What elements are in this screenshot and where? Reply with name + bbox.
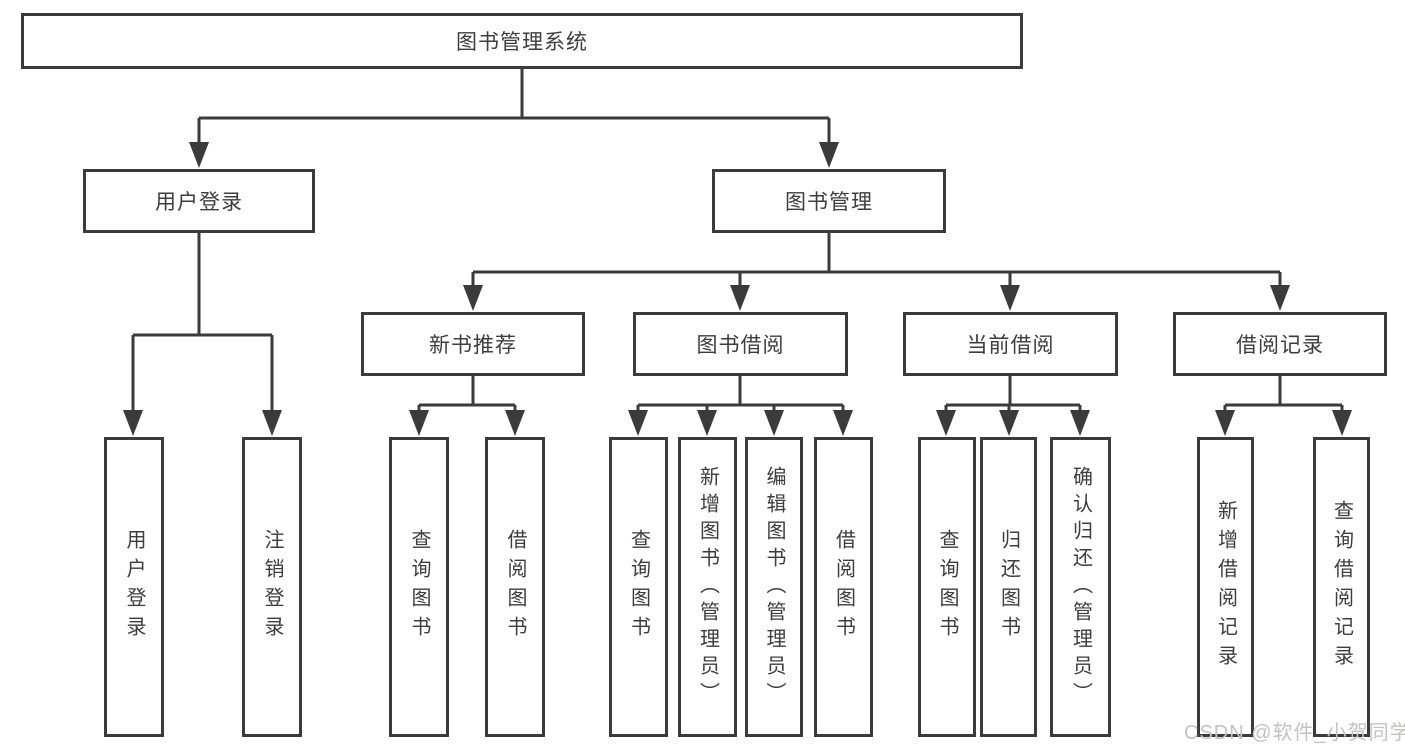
watermark-text: CSDN @软件_小贺同学 bbox=[1184, 722, 1405, 744]
node-new-book-recommendation: 新书推荐 bbox=[361, 312, 585, 376]
node-label: 查询图书 bbox=[627, 529, 650, 645]
node-label: 用户登录 bbox=[155, 191, 243, 214]
node-label: 借阅记录 bbox=[1236, 334, 1324, 357]
node-label: 当前借阅 bbox=[966, 334, 1055, 357]
node-label: 新增借阅记录 bbox=[1214, 500, 1237, 674]
leaf-borrow-books-rec: 借阅图书 bbox=[485, 437, 545, 737]
node-label: 图书管理 bbox=[785, 191, 873, 214]
node-label: 查询借阅记录 bbox=[1330, 500, 1353, 674]
node-library-management-system: 图书管理系统 bbox=[21, 13, 1023, 69]
node-label: 新书推荐 bbox=[429, 334, 517, 357]
leaf-return-book: 归还图书 bbox=[980, 437, 1037, 737]
node-label: 新增图书（管理员） bbox=[696, 465, 719, 709]
node-current-borrowing: 当前借阅 bbox=[903, 312, 1118, 376]
node-label: 查询图书 bbox=[408, 529, 430, 645]
leaf-user-login: 用户登录 bbox=[104, 437, 164, 737]
node-label: 归还图书 bbox=[997, 529, 1020, 645]
node-label: 注销登录 bbox=[261, 529, 283, 645]
leaf-borrow-books-borrow: 借阅图书 bbox=[814, 437, 873, 737]
leaf-query-books-current: 查询图书 bbox=[918, 437, 976, 737]
leaf-query-borrow-record: 查询借阅记录 bbox=[1313, 437, 1370, 737]
node-borrowing-records: 借阅记录 bbox=[1173, 312, 1387, 376]
node-label: 查询图书 bbox=[936, 529, 958, 645]
arrowheads bbox=[123, 142, 1352, 436]
leaf-logout: 注销登录 bbox=[242, 437, 302, 737]
node-label: 借阅图书 bbox=[504, 529, 526, 645]
node-label: 用户登录 bbox=[123, 529, 145, 645]
node-label: 借阅图书 bbox=[832, 529, 855, 645]
node-label: 图书借阅 bbox=[696, 334, 785, 357]
leaf-edit-book-admin: 编辑图书（管理员） bbox=[745, 437, 803, 737]
leaf-confirm-return-admin: 确认归还（管理员） bbox=[1050, 437, 1111, 737]
node-book-borrowing: 图书借阅 bbox=[633, 312, 848, 376]
node-label: 编辑图书（管理员） bbox=[763, 465, 785, 709]
node-label: 确认归还（管理员） bbox=[1069, 465, 1092, 709]
node-book-management: 图书管理 bbox=[712, 169, 946, 233]
leaf-query-books-borrow: 查询图书 bbox=[609, 437, 668, 737]
node-label: 图书管理系统 bbox=[456, 31, 588, 54]
leaf-add-borrow-record: 新增借阅记录 bbox=[1197, 437, 1254, 737]
node-user-login: 用户登录 bbox=[83, 169, 315, 233]
leaf-query-books-rec: 查询图书 bbox=[389, 437, 449, 737]
leaf-add-book-admin: 新增图书（管理员） bbox=[678, 437, 737, 737]
